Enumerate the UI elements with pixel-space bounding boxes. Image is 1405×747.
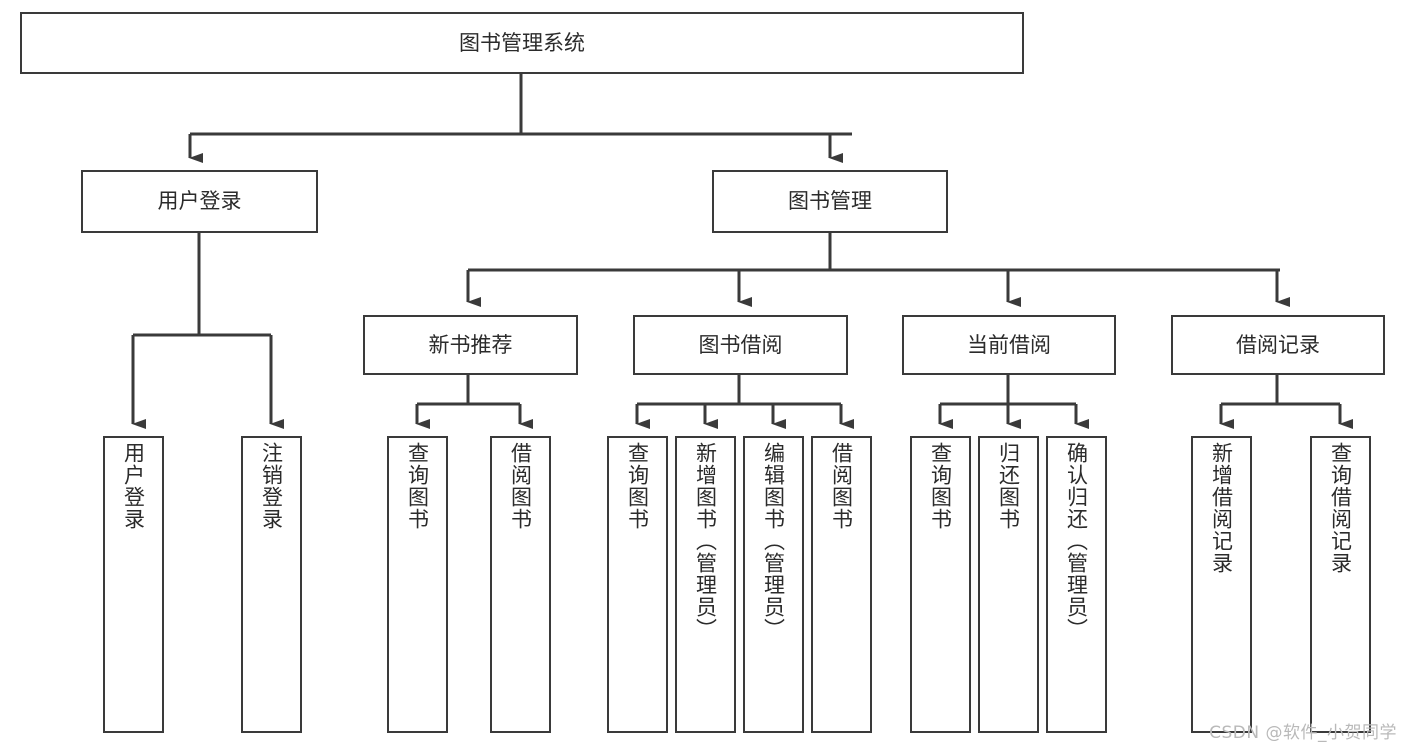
node-leaf-borrow-book[interactable]: 借阅图书 <box>811 436 872 733</box>
node-leaf-edit-book-admin-label: 编辑图书（管理员） <box>761 442 786 640</box>
node-leaf-return-book[interactable]: 归还图书 <box>978 436 1039 733</box>
node-root[interactable]: 图书管理系统 <box>20 12 1024 74</box>
node-leaf-add-borrow-record-label: 新增借阅记录 <box>1209 442 1234 574</box>
node-book-borrow[interactable]: 图书借阅 <box>633 315 848 375</box>
node-leaf-edit-book-admin[interactable]: 编辑图书（管理员） <box>743 436 804 733</box>
node-leaf-query-book-current[interactable]: 查询图书 <box>910 436 971 733</box>
node-leaf-query-book-recommend[interactable]: 查询图书 <box>387 436 448 733</box>
watermark: CSDN @软件_小贺同学 <box>1209 723 1397 743</box>
node-borrow-record-label: 借阅记录 <box>1236 332 1320 357</box>
node-leaf-add-book-admin[interactable]: 新增图书（管理员） <box>675 436 736 733</box>
node-root-label: 图书管理系统 <box>459 30 585 55</box>
node-leaf-confirm-return-admin[interactable]: 确认归还（管理员） <box>1046 436 1107 733</box>
node-book-manage[interactable]: 图书管理 <box>712 170 948 233</box>
node-current-borrow[interactable]: 当前借阅 <box>902 315 1116 375</box>
node-new-book-recommend-label: 新书推荐 <box>428 332 513 357</box>
node-leaf-user-login-label: 用户登录 <box>121 442 146 530</box>
node-leaf-user-login[interactable]: 用户登录 <box>103 436 164 733</box>
node-book-borrow-label: 图书借阅 <box>698 332 783 357</box>
node-leaf-borrow-book-recommend-label: 借阅图书 <box>508 442 533 530</box>
node-leaf-query-borrow-record[interactable]: 查询借阅记录 <box>1310 436 1371 733</box>
node-leaf-add-borrow-record[interactable]: 新增借阅记录 <box>1191 436 1252 733</box>
node-leaf-query-borrow-record-label: 查询借阅记录 <box>1328 442 1353 574</box>
node-leaf-query-book-recommend-label: 查询图书 <box>405 442 430 530</box>
node-leaf-borrow-book-label: 借阅图书 <box>829 442 854 530</box>
node-borrow-record[interactable]: 借阅记录 <box>1171 315 1385 375</box>
node-leaf-logout-login[interactable]: 注销登录 <box>241 436 302 733</box>
node-leaf-logout-login-label: 注销登录 <box>259 442 284 530</box>
node-leaf-return-book-label: 归还图书 <box>996 442 1021 530</box>
node-leaf-borrow-book-recommend[interactable]: 借阅图书 <box>490 436 551 733</box>
node-leaf-query-book-current-label: 查询图书 <box>928 442 953 530</box>
node-leaf-confirm-return-admin-label: 确认归还（管理员） <box>1064 442 1089 640</box>
node-new-book-recommend[interactable]: 新书推荐 <box>363 315 578 375</box>
node-user-login-label: 用户登录 <box>157 189 242 214</box>
node-user-login[interactable]: 用户登录 <box>81 170 318 233</box>
node-leaf-add-book-admin-label: 新增图书（管理员） <box>693 442 718 640</box>
node-leaf-query-book-borrow-label: 查询图书 <box>625 442 650 530</box>
node-leaf-query-book-borrow[interactable]: 查询图书 <box>607 436 668 733</box>
node-book-manage-label: 图书管理 <box>788 189 872 214</box>
node-current-borrow-label: 当前借阅 <box>967 332 1051 357</box>
